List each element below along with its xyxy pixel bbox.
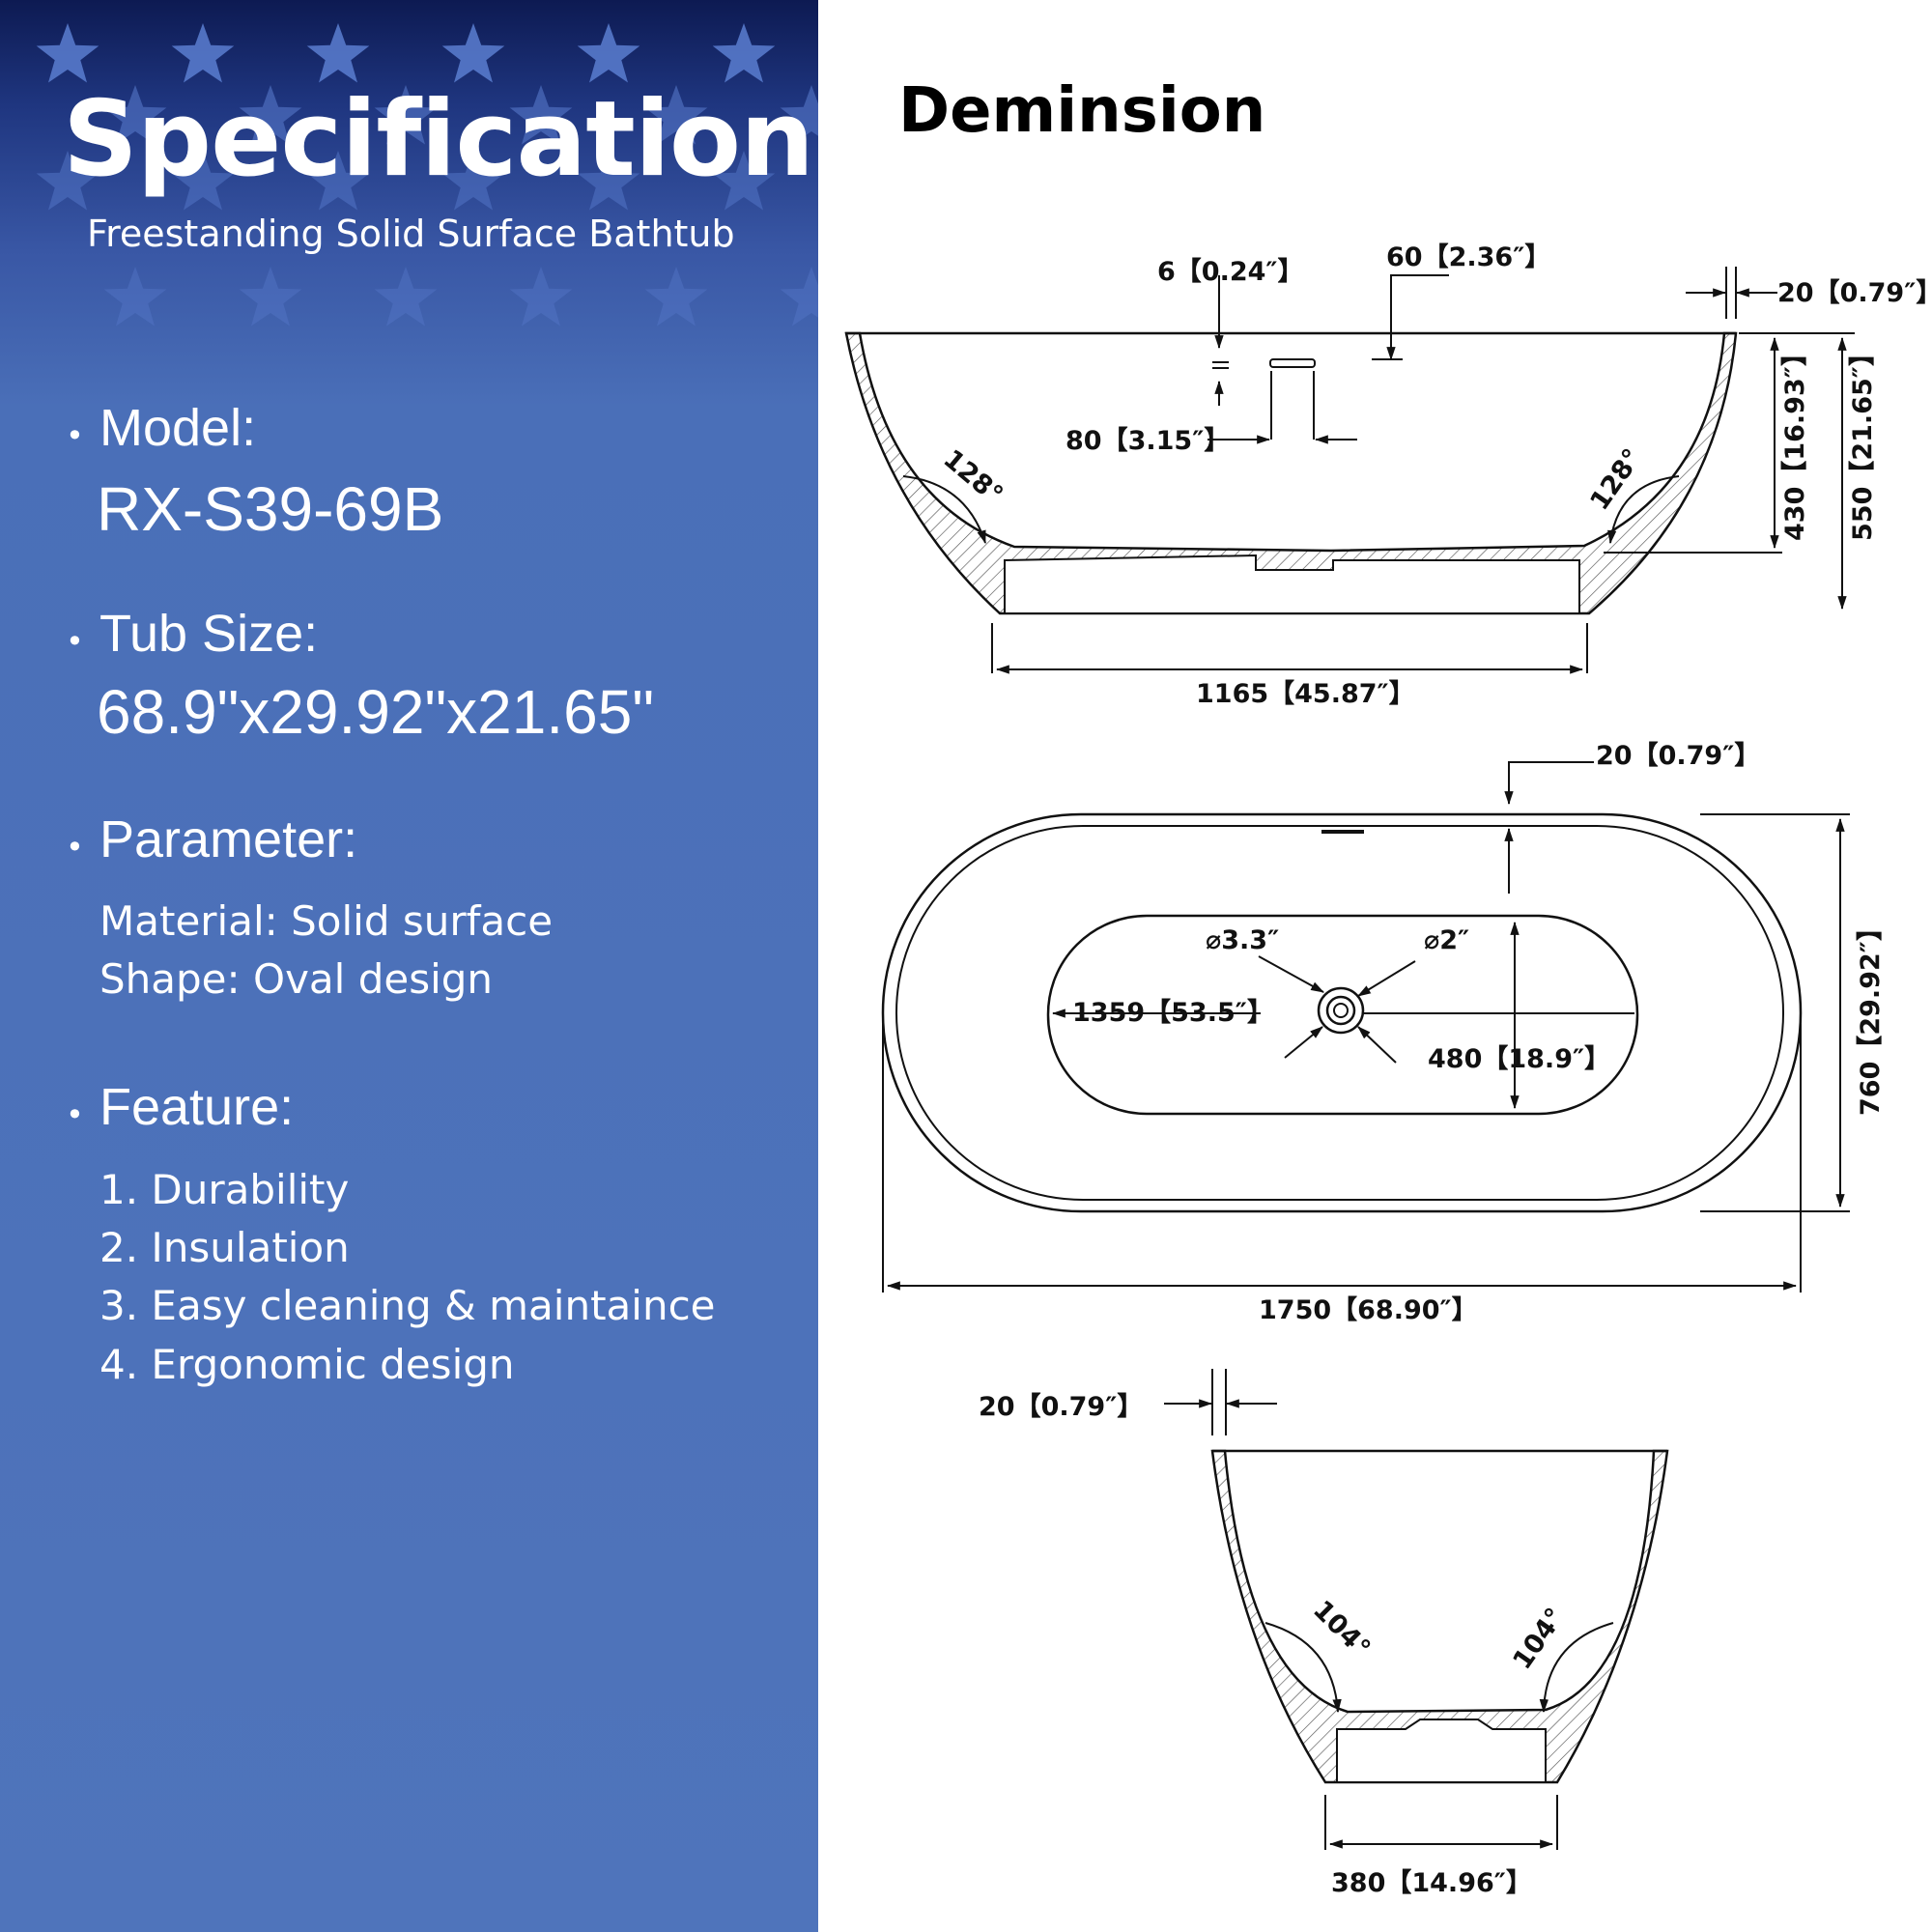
- star-icon: [374, 85, 438, 145]
- dim-drain-diameter: ⌀2″: [1424, 925, 1469, 955]
- star-icon: [577, 23, 640, 83]
- star-icon: [306, 151, 370, 211]
- model-value: RX-S39-69B: [97, 474, 444, 544]
- tub-outer-outline: [881, 812, 1803, 1213]
- specification-panel: Specification Freestanding Solid Surface…: [0, 0, 818, 1932]
- star-icon: [171, 151, 235, 211]
- dimension-drawing: 6【0.24″】 60【2.36″】 20【0.79″】 80【3.15″】 4…: [844, 242, 1932, 1898]
- star-icon: [103, 267, 167, 327]
- star-icon: [780, 85, 818, 145]
- bullet-icon: •: [66, 417, 84, 454]
- star-icon: [712, 151, 776, 211]
- overflow-cover: [1269, 358, 1316, 368]
- side-view: [844, 267, 1855, 674]
- top-view: [881, 761, 1850, 1293]
- page-title: Specification: [63, 79, 814, 200]
- star-icon: [374, 267, 438, 327]
- dim-total-height: 550【21.65″】: [1848, 340, 1878, 541]
- dimension-heading: Deminsion: [898, 75, 1266, 147]
- star-icon: [239, 267, 302, 327]
- dim-overflow-width: 60【2.36″】: [1386, 242, 1550, 272]
- star-icon: [36, 151, 99, 211]
- tub-rim-inner-outline: [895, 825, 1784, 1201]
- dim-inner-length: 1359【53.5″】: [1072, 998, 1273, 1028]
- dim-rim-width: 20【0.79″】: [1596, 741, 1760, 771]
- feature-item: 1. Durability: [99, 1166, 350, 1213]
- page-subtitle: Freestanding Solid Surface Bathtub: [87, 213, 735, 255]
- drain-outer: [1317, 986, 1365, 1035]
- dim-rim-thickness: 6【0.24″】: [1157, 257, 1303, 287]
- star-icon: [239, 85, 302, 145]
- feature-item: 2. Insulation: [99, 1224, 350, 1271]
- dim-base-length: 1165【45.87″】: [1196, 679, 1415, 709]
- star-pattern-background: [36, 23, 818, 327]
- parameter-material: Material: Solid surface: [99, 897, 554, 945]
- dim-inner-depth: 430【16.93″】: [1780, 340, 1810, 541]
- angle-right: 128°: [1584, 443, 1647, 516]
- star-icon: [306, 23, 370, 83]
- bullet-icon: •: [66, 829, 84, 866]
- dim-total-length: 1750【68.90″】: [1259, 1295, 1478, 1325]
- star-icon: [441, 23, 505, 83]
- bullet-icon: •: [66, 623, 84, 660]
- star-icon: [509, 267, 573, 327]
- end-base-pedestal: [1336, 1719, 1547, 1783]
- star-icon: [712, 23, 776, 83]
- drain-inner: [1325, 995, 1356, 1026]
- base-pedestal: [1004, 554, 1580, 614]
- star-icon: [577, 151, 640, 211]
- dim-inner-width: 480【18.9″】: [1428, 1044, 1610, 1074]
- feature-item: 3. Easy cleaning & maintaince: [99, 1282, 716, 1329]
- star-icon: [644, 85, 708, 145]
- star-icon: [441, 151, 505, 211]
- dim-total-width: 760【29.92″】: [1856, 915, 1886, 1116]
- parameter-label: Parameter:: [99, 810, 358, 868]
- end-angle-right: 104°: [1507, 1603, 1570, 1675]
- tub-size-value: 68.9"x29.92"x21.65": [97, 677, 655, 747]
- angle-left: 128°: [938, 444, 1009, 511]
- bullet-icon: •: [66, 1096, 84, 1133]
- feature-item: 4. Ergonomic design: [99, 1341, 515, 1388]
- dim-wall-thickness: 20【0.79″】: [1777, 278, 1932, 308]
- dim-end-base-width: 380【14.96″】: [1331, 1868, 1532, 1898]
- star-icon: [780, 267, 818, 327]
- dim-end-wall-thickness: 20【0.79″】: [979, 1392, 1143, 1422]
- tub-basin-outline: [1046, 914, 1639, 1116]
- tub-size-label: Tub Size:: [99, 605, 319, 663]
- feature-label: Feature:: [99, 1078, 295, 1136]
- star-icon: [171, 23, 235, 83]
- end-view: [1164, 1369, 1669, 1850]
- model-label: Model:: [99, 399, 257, 457]
- parameter-shape: Shape: Oval design: [99, 955, 494, 1003]
- star-icon: [644, 267, 708, 327]
- star-icon: [103, 85, 167, 145]
- dim-overflow-diameter: ⌀3.3″: [1206, 925, 1279, 955]
- star-icon: [36, 23, 99, 83]
- star-icon: [509, 85, 573, 145]
- dim-overflow-spacing: 80【3.15″】: [1065, 426, 1230, 456]
